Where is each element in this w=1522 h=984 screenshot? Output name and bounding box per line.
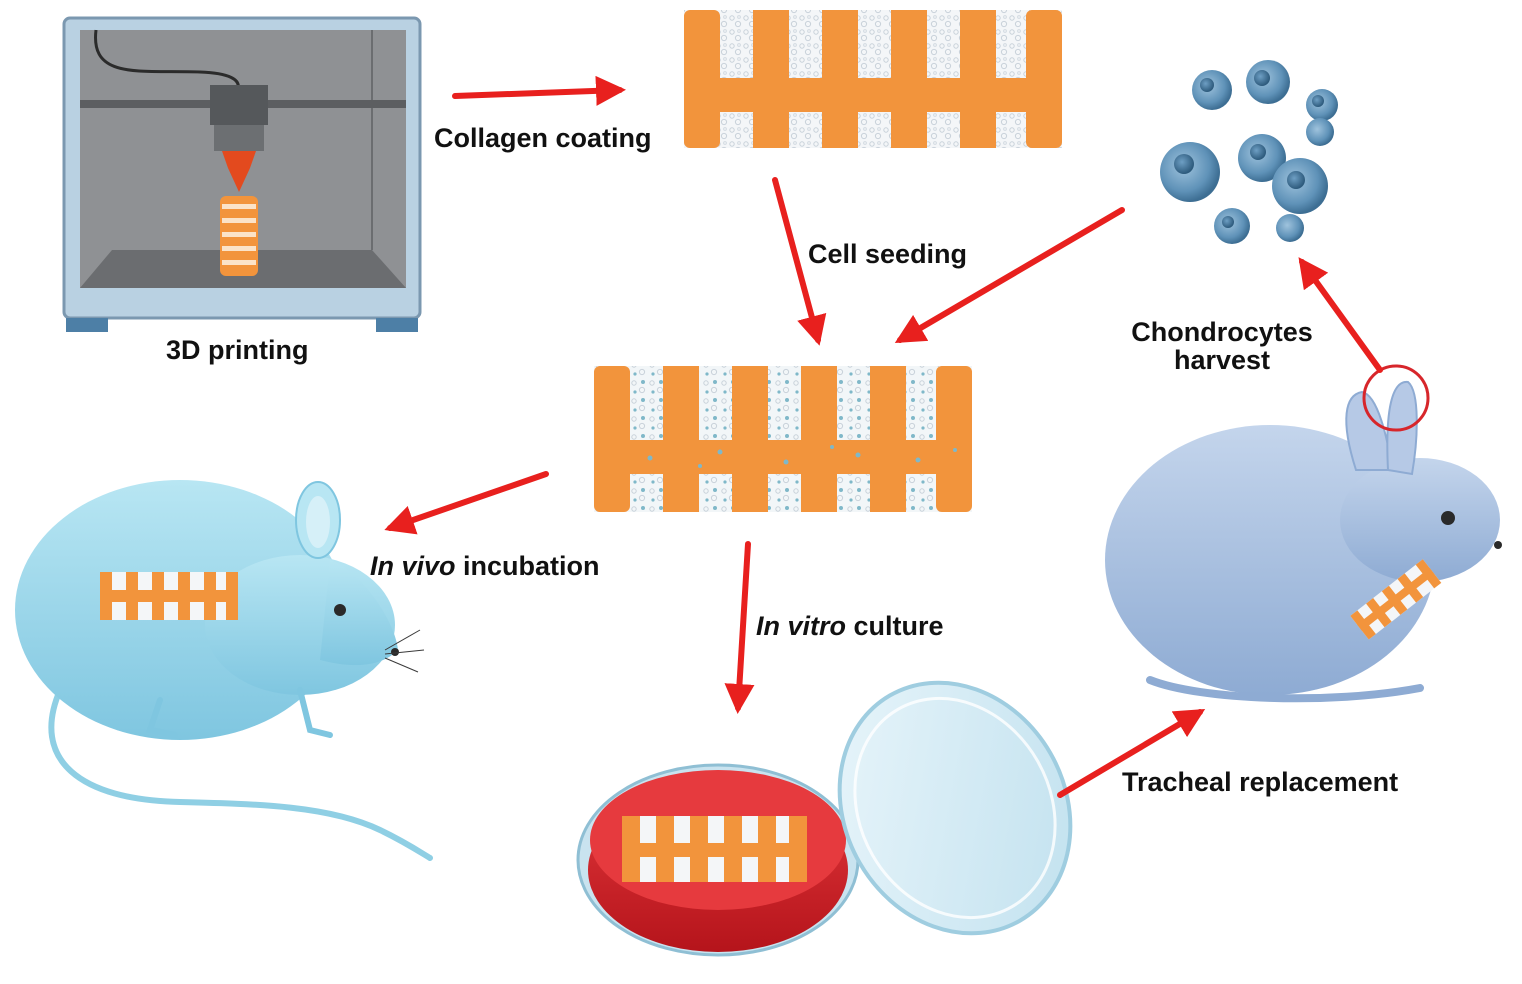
- tracheal-implant-icon: [1350, 559, 1442, 640]
- label-in-vitro-rest: culture: [846, 611, 944, 641]
- label-chondrocytes-harvest: Chondrocytes harvest: [1122, 318, 1322, 375]
- petri-dish-icon: [576, 680, 1073, 957]
- seeded-scaffold-icon: [594, 366, 972, 512]
- arrow-cells-to-seeding: [894, 207, 1125, 344]
- arrow-rabbit-to-cells: [1298, 257, 1383, 373]
- label-in-vivo-incubation: In vivo incubation: [370, 552, 600, 580]
- label-cell-seeding: Cell seeding: [808, 239, 968, 269]
- arrow-coating-to-seeding: [772, 177, 827, 346]
- label-chondrocytes-line1: Chondrocytes: [1131, 317, 1313, 347]
- arrow-printing-to-coating: [452, 75, 626, 106]
- label-in-vitro-italic: In vitro: [756, 611, 847, 641]
- rabbit-icon: [1105, 364, 1502, 703]
- 3d-printer-icon: [62, 16, 422, 332]
- label-3d-printing: 3D printing: [166, 335, 309, 365]
- label-in-vivo-italic: In vivo: [370, 551, 456, 581]
- arrow-seeding-to-invitro: [724, 541, 755, 714]
- label-in-vitro-culture: In vitro culture: [756, 612, 944, 640]
- implanted-scaffold-icon: [100, 572, 238, 620]
- label-collagen-coating: Collagen coating: [434, 123, 652, 153]
- arrows: [384, 75, 1383, 798]
- label-in-vivo-rest: incubation: [455, 551, 600, 581]
- label-chondrocytes-line2: harvest: [1173, 345, 1271, 376]
- petri-lid-icon: [837, 680, 1073, 936]
- mouse-icon: [15, 480, 433, 861]
- arrow-dish-to-rabbit: [1057, 708, 1206, 798]
- arrow-seeding-to-invivo: [384, 471, 549, 535]
- harvest-site-circle: [1362, 364, 1430, 432]
- trachea-scaffold-icon: [684, 10, 1062, 148]
- chondrocyte-cells-icon: [1160, 60, 1338, 244]
- cultured-scaffold-icon: [622, 816, 807, 882]
- label-tracheal-replacement: Tracheal replacement: [1122, 767, 1399, 797]
- printed-scaffold-icon: [220, 196, 258, 276]
